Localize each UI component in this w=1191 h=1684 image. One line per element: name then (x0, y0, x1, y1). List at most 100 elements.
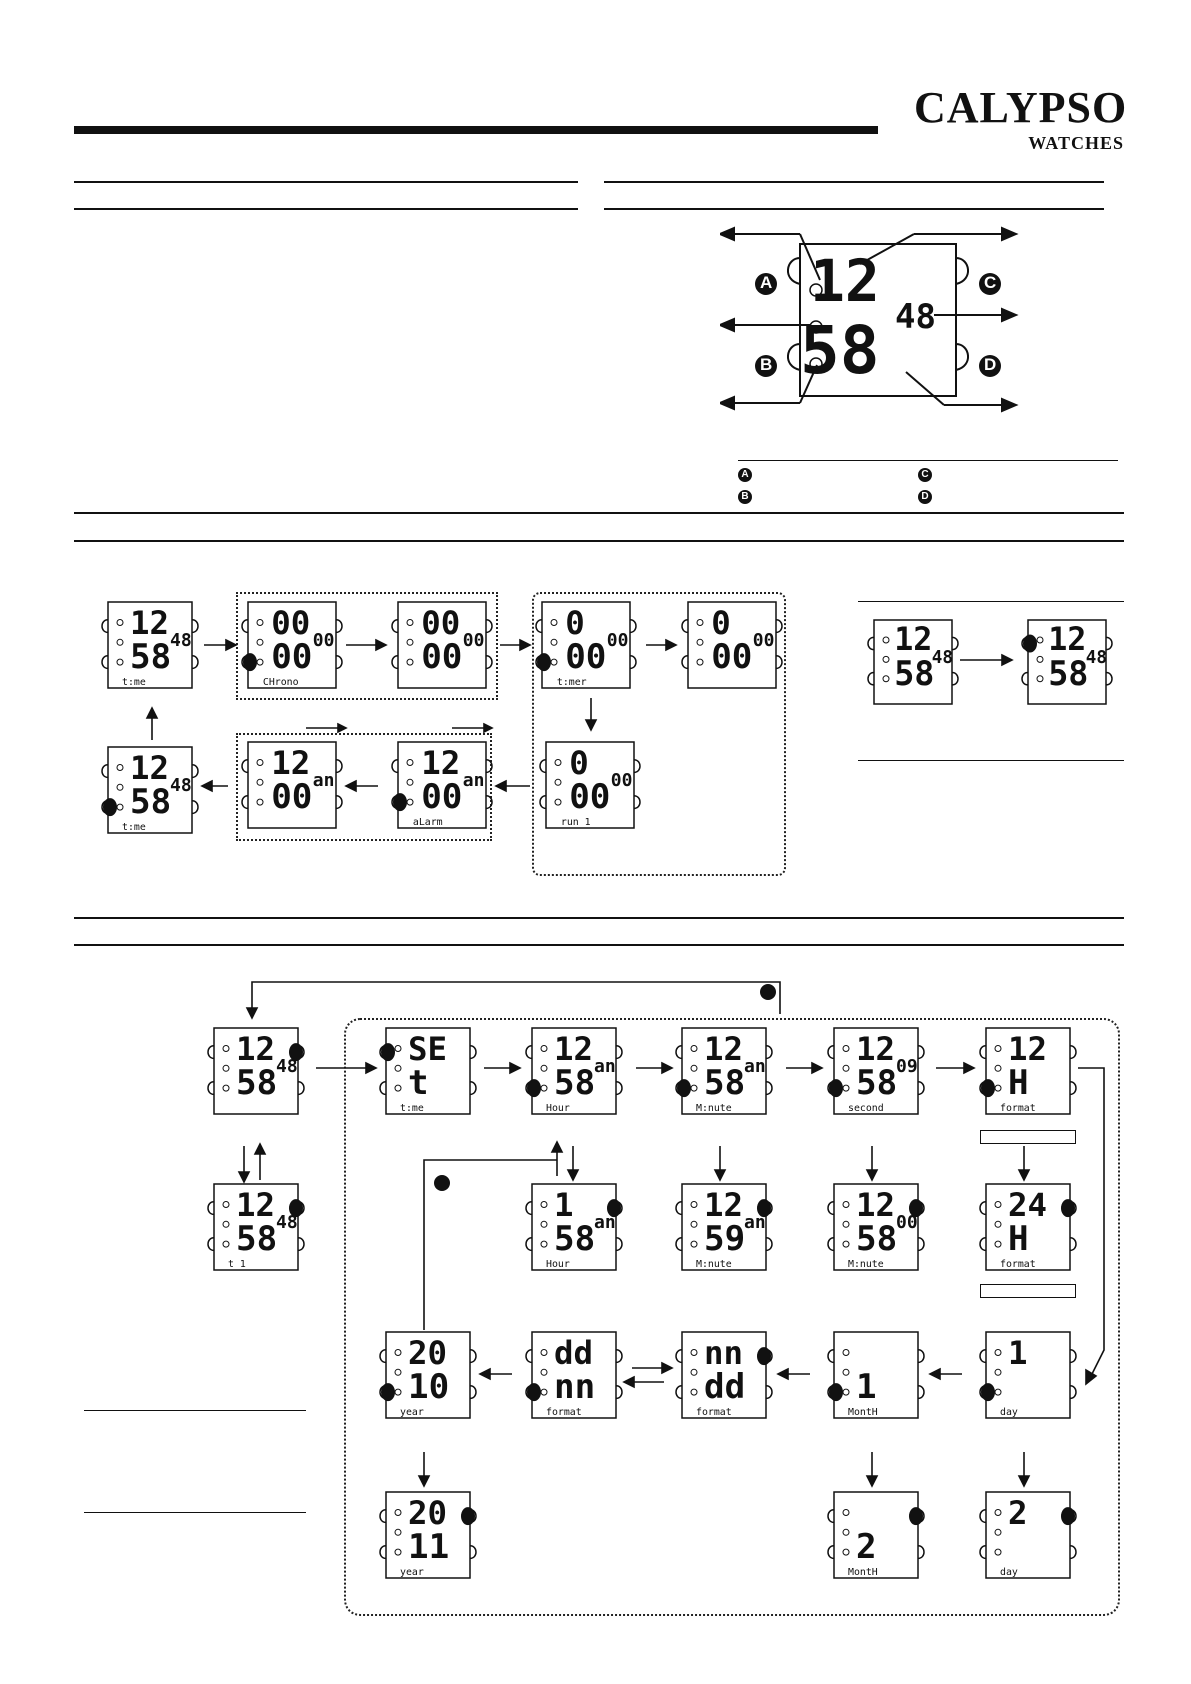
watch-bottom-digits: 58 (554, 1218, 596, 1259)
section-rule (74, 512, 1124, 514)
watch-bottom-digits: 59 (704, 1218, 746, 1259)
watch-bottom-digits: 58 (856, 1218, 898, 1259)
watch-top-digits: 12 (421, 744, 461, 783)
watch-side-digits: 48 (276, 1212, 298, 1234)
watch-top-digits: 00 (421, 604, 461, 643)
button-c-letter: C (984, 273, 997, 292)
button-a-letter: A (760, 273, 773, 292)
watch-mode-label: year (400, 1567, 424, 1579)
watch-bottom-digits: 58 (704, 1062, 746, 1103)
watch-top-digits: 1 (1008, 1334, 1028, 1373)
watch-mode-label: Hour (546, 1259, 570, 1271)
watch-top-digits: 12 (856, 1186, 896, 1225)
watch-bottom-digits: 00 (271, 636, 313, 677)
watch-mode-label: t:me (122, 822, 146, 834)
watch-mode-label: second (848, 1103, 884, 1115)
legend-c: C (918, 468, 932, 482)
watch-top-digits: 12 (271, 744, 311, 783)
watch-side-digits: 48 (170, 775, 192, 797)
section-rule (74, 540, 1124, 542)
watch-mode-label: run 1 (560, 817, 591, 829)
section-rule (74, 944, 1124, 946)
watch-mode-label: MontH (848, 1407, 878, 1419)
diagram-minute: 58 (800, 312, 880, 389)
watch-side-digits: 00 (312, 630, 335, 652)
watch-top-digits: 12 (236, 1030, 276, 1069)
header-bar (74, 126, 878, 134)
watch-mode-label: format (696, 1407, 732, 1419)
watch-bottom-digits: 58 (856, 1062, 898, 1103)
legend-b: B (738, 490, 752, 504)
format-box (980, 1130, 1076, 1144)
watch-bottom-digits: 00 (711, 636, 753, 677)
watch-top-digits: 12 (704, 1030, 744, 1069)
legend-a: A (738, 468, 752, 482)
watch-mode-label: t:mer (556, 677, 587, 689)
watch-top-digits: nn (704, 1334, 744, 1373)
watch-top-digits: 12 (704, 1186, 744, 1225)
watch-bottom-digits: t (408, 1062, 429, 1103)
watch-bottom-digits: 1 (856, 1366, 877, 1407)
watch-mode-label: MontH (848, 1567, 878, 1579)
watch-mode-label: format (1000, 1259, 1036, 1271)
watch-bottom-digits: 58 (130, 636, 172, 677)
button-b-letter: B (760, 355, 773, 374)
watch-top-digits: 12 (1008, 1030, 1048, 1069)
watch-mode-label: format (546, 1407, 582, 1419)
watch-bottom-digits: 00 (421, 636, 463, 677)
watch-face: 2 day (978, 1490, 1078, 1580)
note-rule (84, 1512, 306, 1513)
watch-top-digits: 12 (130, 749, 170, 788)
watch-top-digits: 20 (408, 1494, 448, 1533)
watch-side-digits: 00 (752, 630, 775, 652)
watch-bottom-digits: 00 (271, 776, 313, 817)
watch-top-digits: 12 (554, 1030, 594, 1069)
watch-side-digits: an (744, 1212, 766, 1234)
watch-bottom-digits: 10 (408, 1366, 450, 1407)
watch-mode-label: M:nute (848, 1259, 884, 1271)
watch-bottom-digits: 00 (569, 776, 611, 817)
watch-top-digits: 00 (271, 604, 311, 643)
brand-logo: CALYPSO WATCHES (914, 86, 1126, 153)
watch-mode-label: day (1000, 1567, 1018, 1579)
watch-mode-label: t 1 (228, 1259, 246, 1271)
watch-top-digits: 12 (130, 604, 170, 643)
chrono-group (236, 592, 498, 700)
watch-bottom-digits: 2 (856, 1526, 877, 1567)
watch-bottom-digits: dd (704, 1366, 746, 1407)
watch-side-digits: 00 (462, 630, 485, 652)
timer-group (532, 592, 786, 876)
watch-top-digits: 0 (711, 604, 731, 643)
section-rule (74, 208, 578, 210)
watch-top-digits: 12 (236, 1186, 276, 1225)
watch-top-digits: 12 (1048, 622, 1087, 659)
watch-bottom-digits: nn (554, 1366, 596, 1407)
watch-bottom-digits: 00 (565, 636, 607, 677)
watch-mode-label: t:me (122, 677, 146, 689)
watch-bottom-digits: 58 (236, 1062, 278, 1103)
watch-top-digits: 2 (1008, 1494, 1028, 1533)
watch-mode-label: M:nute (696, 1259, 732, 1271)
watch-top-digits: dd (554, 1334, 594, 1373)
section-rule (74, 917, 1124, 919)
watch-bottom-digits: 58 (554, 1062, 596, 1103)
watch-top-digits: 0 (565, 604, 585, 643)
legend-rule (738, 460, 1118, 461)
